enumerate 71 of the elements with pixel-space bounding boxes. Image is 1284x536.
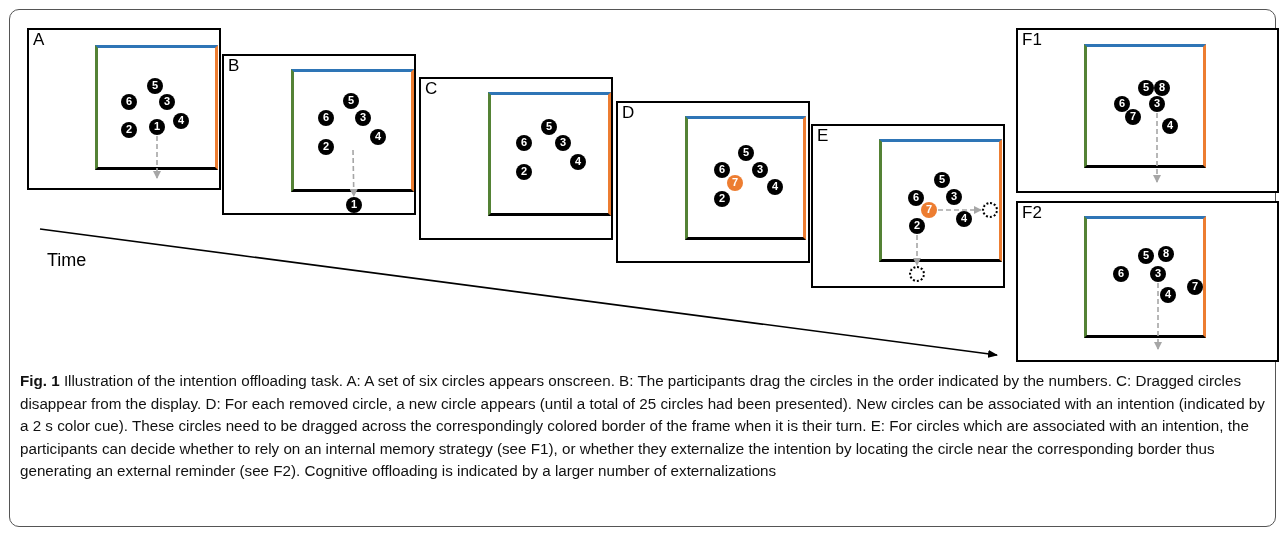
dashed-arrow (349, 149, 358, 197)
screen-panel (1016, 28, 1279, 193)
screen-panel (616, 101, 810, 263)
display-frame (488, 92, 611, 216)
display-frame (1084, 216, 1206, 338)
panel-letter: A (33, 31, 45, 49)
screen-panel (1016, 201, 1279, 362)
numbered-circle: 3 (355, 110, 371, 126)
numbered-circle: 1 (149, 119, 165, 135)
panel-letter: F1 (1022, 31, 1042, 49)
display-frame (685, 116, 806, 240)
numbered-circle: 4 (956, 211, 972, 227)
numbered-circle: 6 (1114, 96, 1130, 112)
numbered-circle: 8 (1158, 246, 1174, 262)
numbered-circle: 5 (1138, 80, 1154, 96)
dashed-arrow (1154, 282, 1162, 350)
numbered-circle: 5 (541, 119, 557, 135)
numbered-circle: 2 (909, 218, 925, 234)
numbered-circle: 3 (159, 94, 175, 110)
panel-letter: B (228, 57, 240, 75)
panel-letter: F2 (1022, 204, 1042, 222)
numbered-circle: 2 (714, 191, 730, 207)
display-frame (291, 69, 414, 192)
dotted-circle (982, 202, 998, 218)
numbered-circle: 5 (343, 93, 359, 109)
numbered-circle: 3 (752, 162, 768, 178)
numbered-circle: 7 (921, 202, 937, 218)
numbered-circle: 6 (318, 110, 334, 126)
panel-letter: C (425, 80, 438, 98)
numbered-circle: 4 (570, 154, 586, 170)
dashed-arrow (1153, 112, 1161, 183)
dashed-arrow (913, 234, 921, 266)
display-frame (1084, 44, 1206, 168)
numbered-circle: 4 (767, 179, 783, 195)
numbered-circle: 7 (1125, 109, 1141, 125)
numbered-circle: 5 (738, 145, 754, 161)
numbered-circle: 6 (516, 135, 532, 151)
numbered-circle: 1 (346, 197, 362, 213)
numbered-circle: 2 (516, 164, 532, 180)
numbered-circle: 8 (1154, 80, 1170, 96)
numbered-circle: 4 (370, 129, 386, 145)
panel-letter: E (817, 127, 829, 145)
numbered-circle: 6 (121, 94, 137, 110)
numbered-circle: 7 (1187, 279, 1203, 295)
figure-caption: Fig. 1 Illustration of the intention offloading task. A: A set of six circles appears onscreen. B: The participants drag the circles in the order indicated by the numbers. C: Dragged circles disappear from the display. D: For each removed circle, a new circle appears (until a total of 25 circles had been presented). New circles can be associated with an intention (indicated by a 2 s color cue). These circles need to be dragged across the correspondingly colored border of the frame when it is their turn. E: For circles which are associated with an intention, the participants can decide whether to rely on an internal memory strategy (see F1), or whether they externalize the intention by locating the circle near the corresponding border thus generating an external reminder (see F2). Cognitive offloading is indicated by a larger number of externalizations (20, 371, 1265, 481)
numbered-circle: 4 (1160, 287, 1176, 303)
numbered-circle: 6 (908, 190, 924, 206)
numbered-circle: 5 (147, 78, 163, 94)
numbered-circle: 2 (318, 139, 334, 155)
numbered-circle: 4 (173, 113, 189, 129)
numbered-circle: 5 (934, 172, 950, 188)
screen-panel (27, 28, 221, 190)
numbered-circle: 7 (727, 175, 743, 191)
screen-panel (419, 77, 613, 240)
screen-panel (811, 124, 1005, 288)
dotted-circle (909, 266, 925, 282)
display-frame (879, 139, 1002, 262)
numbered-circle: 6 (1113, 266, 1129, 282)
numbered-circle: 3 (1150, 266, 1166, 282)
numbered-circle: 2 (121, 122, 137, 138)
numbered-circle: 4 (1162, 118, 1178, 134)
panel-letter: D (622, 104, 635, 122)
numbered-circle: 5 (1138, 248, 1154, 264)
numbered-circle: 3 (555, 135, 571, 151)
axis-label: Time (47, 250, 87, 271)
display-frame (95, 45, 218, 170)
screen-panel (222, 54, 416, 215)
numbered-circle: 6 (714, 162, 730, 178)
numbered-circle: 3 (1149, 96, 1165, 112)
dashed-arrow (153, 135, 161, 179)
numbered-circle: 3 (946, 189, 962, 205)
